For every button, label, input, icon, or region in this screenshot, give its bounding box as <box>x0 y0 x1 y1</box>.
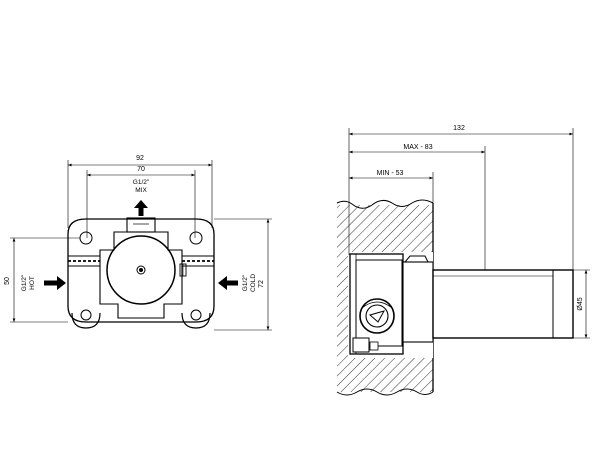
dim-50-label: 50 <box>4 277 11 285</box>
cold-size-label: G1/2" <box>242 274 249 291</box>
dim-min-label: MIN - 53 <box>377 170 404 177</box>
hot-label: HOT <box>29 276 36 290</box>
dimension-overall-132 <box>348 128 574 270</box>
dim-70-label: 70 <box>137 166 145 173</box>
dimension-height-50 <box>10 237 80 323</box>
cold-arrow-icon <box>218 276 238 290</box>
dim-132-label: 132 <box>453 125 465 132</box>
mounting-hole <box>79 231 93 245</box>
cartridge-body <box>106 235 176 305</box>
mix-size-label: G1/2" <box>133 179 150 186</box>
cartridge-housing <box>402 261 434 343</box>
box-clip <box>352 337 370 353</box>
mounting-hole <box>190 309 202 321</box>
mounting-hole <box>189 231 203 245</box>
hot-arrow-icon <box>44 276 66 290</box>
dimension-max-83 <box>349 146 486 270</box>
dimension-width-92 <box>67 160 213 228</box>
dim-max-label: MAX - 83 <box>403 144 432 151</box>
mounting-tab <box>71 312 101 329</box>
mix-outlet <box>126 217 156 233</box>
dim-92-label: 92 <box>136 155 144 162</box>
dimension-width-70 <box>86 170 196 238</box>
dim-72-label: 72 <box>258 280 265 288</box>
front-view <box>10 160 272 331</box>
side-view <box>336 128 590 396</box>
mounting-hole <box>80 309 92 321</box>
mix-label: MIX <box>135 187 147 194</box>
dim-diameter-label: Ø45 <box>577 297 584 310</box>
valve-body-frame <box>99 231 183 319</box>
dimension-min-53 <box>349 172 434 205</box>
handle-body <box>432 269 574 339</box>
dimension-diameter-45 <box>573 269 590 339</box>
mix-arrow-icon <box>134 200 148 216</box>
dimension-height-72 <box>214 218 272 331</box>
mounting-tab <box>181 312 211 329</box>
cartridge-center <box>136 265 146 275</box>
mounting-plate <box>67 218 215 323</box>
cold-label: COLD <box>250 274 257 292</box>
hot-size-label: G1/2" <box>21 274 28 291</box>
